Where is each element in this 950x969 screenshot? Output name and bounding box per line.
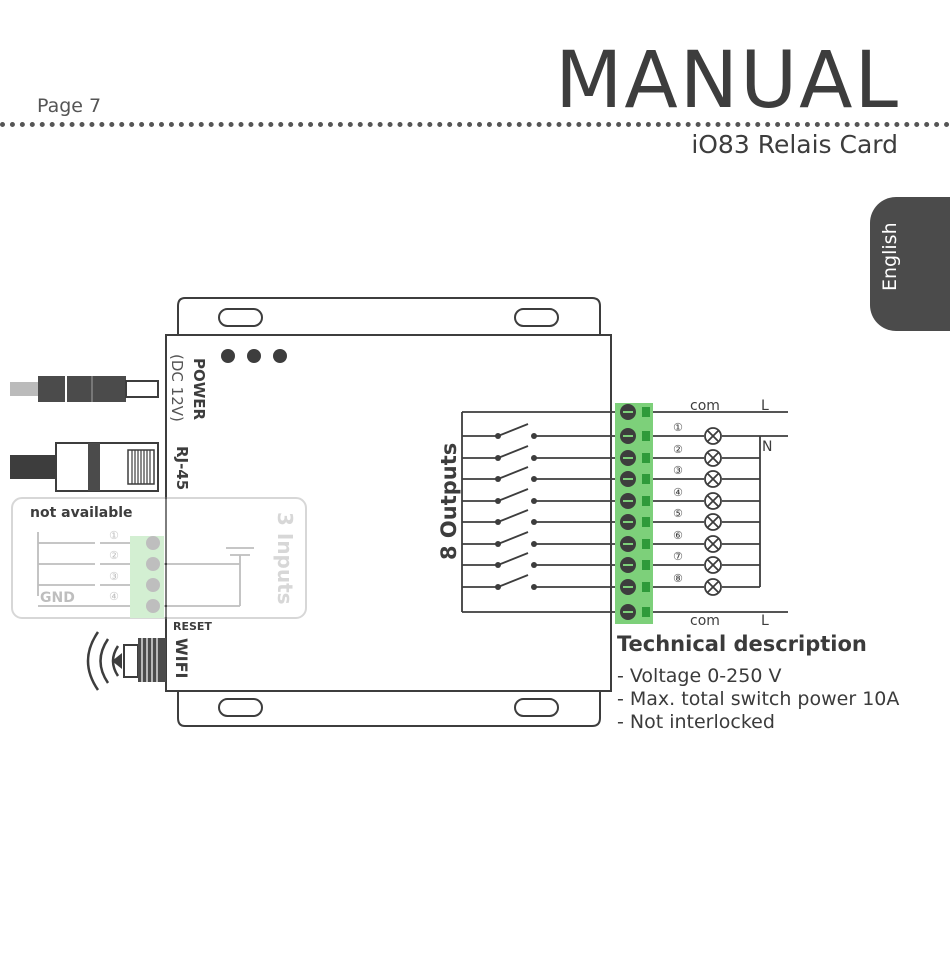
l-top-label: L xyxy=(761,398,769,414)
com-bottom-label: com xyxy=(690,613,720,629)
output-number: ⑤ xyxy=(673,507,683,520)
inputs-box xyxy=(11,497,307,619)
inputs-label: 3 Inputs xyxy=(273,512,297,605)
mount-slot xyxy=(218,698,263,717)
relay-contacts xyxy=(461,411,616,613)
status-led xyxy=(221,349,235,363)
load-wiring xyxy=(653,411,788,613)
device-housing xyxy=(165,334,612,692)
power-voltage-label: (DC 12V) xyxy=(168,354,186,422)
mount-slot xyxy=(514,698,559,717)
rj45-cable xyxy=(10,455,58,479)
input-number: ② xyxy=(109,549,119,562)
input-number: ④ xyxy=(109,590,119,603)
input-number: ③ xyxy=(109,570,119,583)
reset-label: RESET xyxy=(173,620,212,633)
input-terminal-block xyxy=(130,536,164,618)
not-available-label: not available xyxy=(30,505,133,521)
manual-title: MANUAL xyxy=(555,36,900,126)
page-number: Page 7 xyxy=(37,95,102,117)
spec-voltage: - Voltage 0-250 V xyxy=(617,665,782,687)
mounting-plate-bottom xyxy=(177,689,601,727)
power-label: POWER xyxy=(190,358,208,421)
l-bottom-label: L xyxy=(761,613,769,629)
n-label: N xyxy=(762,439,772,455)
wifi-connector xyxy=(123,644,139,678)
outputs-label: 8 Outputs xyxy=(437,443,461,560)
rj45-label: RJ-45 xyxy=(173,446,191,490)
dotted-divider xyxy=(0,122,950,127)
output-number: ⑧ xyxy=(673,572,683,585)
power-plug-body xyxy=(38,376,126,402)
technical-description-title: Technical description xyxy=(617,632,867,656)
com-top-label: com xyxy=(690,398,720,414)
wifi-label: WIFI xyxy=(172,638,191,678)
output-number: ② xyxy=(673,443,683,456)
power-cable xyxy=(10,382,40,396)
output-number: ⑦ xyxy=(673,550,683,563)
status-led xyxy=(273,349,287,363)
product-subtitle: iO83 Relais Card xyxy=(691,130,898,159)
gnd-label: GND xyxy=(40,590,75,606)
output-number: ④ xyxy=(673,486,683,499)
output-number: ⑥ xyxy=(673,529,683,542)
output-number: ① xyxy=(673,421,683,434)
output-number: ③ xyxy=(673,464,683,477)
mount-slot xyxy=(514,308,559,327)
inputs-section: 3 Inputs GND ① ② ③ ④ xyxy=(11,497,307,619)
power-plug-tip xyxy=(125,380,159,398)
status-led xyxy=(247,349,261,363)
spec-switch-power: - Max. total switch power 10A xyxy=(617,688,900,710)
input-number: ① xyxy=(109,529,119,542)
spec-interlock: - Not interlocked xyxy=(617,711,775,733)
mount-slot xyxy=(218,308,263,327)
lamp-icons xyxy=(704,427,722,596)
language-tab[interactable] xyxy=(870,197,950,331)
